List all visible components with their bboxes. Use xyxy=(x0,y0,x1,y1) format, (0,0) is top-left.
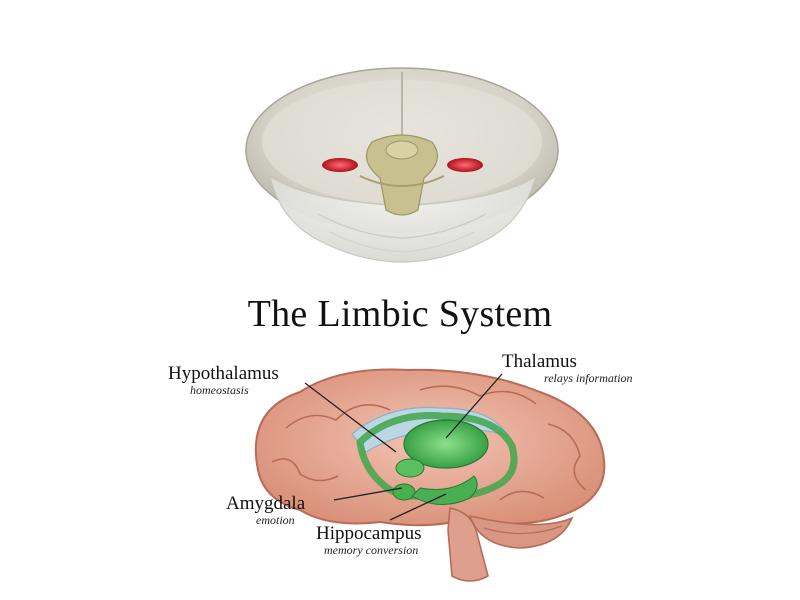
hippocampus-desc: memory conversion xyxy=(324,543,419,557)
label-hippocampus: Hippocampus memory conversion xyxy=(316,524,422,557)
amygdala-name: Amygdala xyxy=(226,493,306,514)
hippocampus-name: Hippocampus xyxy=(316,523,422,544)
hypothalamus-desc: homeostasis xyxy=(190,383,249,397)
thalamus-desc: relays information xyxy=(544,371,633,385)
label-amygdala: Amygdala emotion xyxy=(226,494,305,527)
brain-illustration xyxy=(254,368,606,582)
thalamus-name: Thalamus xyxy=(502,351,577,372)
label-thalamus: Thalamus relays information xyxy=(502,352,633,385)
label-hypothalamus: Hypothalamus homeostasis xyxy=(168,364,279,397)
hypothalamus-name: Hypothalamus xyxy=(168,363,279,384)
amygdala-desc: emotion xyxy=(256,513,295,527)
diagram-title: The Limbic System xyxy=(247,293,553,335)
skull-illustration xyxy=(245,67,559,263)
